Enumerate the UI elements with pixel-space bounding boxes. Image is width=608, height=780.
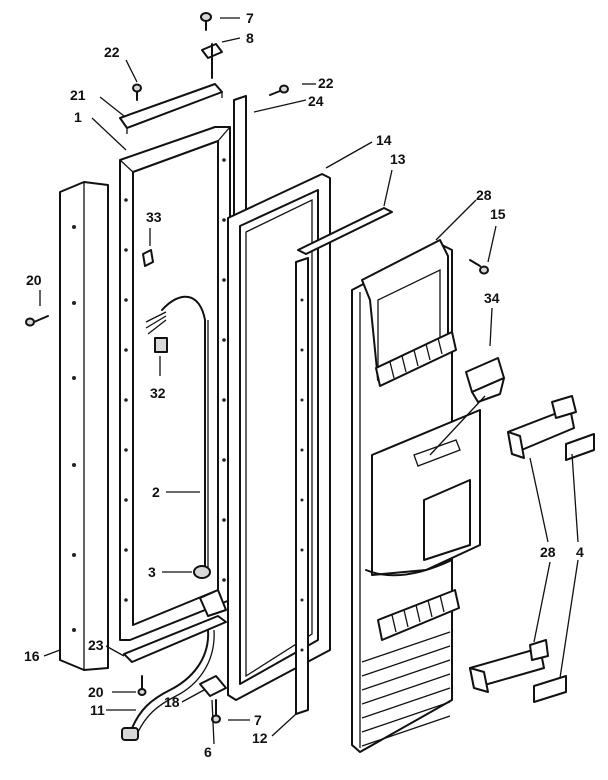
- part-1-door-frame: [119, 126, 231, 641]
- callout-20-bottom: 20: [88, 684, 104, 700]
- callout-22-left: 22: [104, 44, 120, 60]
- callout-3: 3: [148, 564, 156, 580]
- part-21-top-bracket: [119, 83, 223, 134]
- part-34-dispenser-cup: [429, 357, 505, 456]
- frame-screw-holes: [124, 158, 226, 602]
- part-16-outer-panel: [59, 181, 109, 671]
- part-32-connector: [154, 337, 168, 353]
- callout-6: 6: [204, 744, 212, 760]
- part-18-bottom-hinge: [199, 675, 227, 697]
- callout-4: 4: [576, 544, 584, 560]
- part-8-hinge-pin: [201, 43, 223, 79]
- part-22-screw-left: [132, 83, 142, 101]
- part-20-screw-left: [25, 315, 49, 327]
- callout-12: 12: [252, 730, 268, 746]
- part-28-bin-upper: [507, 395, 595, 461]
- callout-7-top: 7: [246, 10, 254, 26]
- callout-23: 23: [88, 637, 104, 653]
- part-7-screw-top: [200, 12, 212, 31]
- callout-1: 1: [74, 109, 82, 125]
- callout-13: 13: [390, 151, 406, 167]
- part-2-wire-harness: [145, 295, 209, 571]
- callout-8: 8: [246, 30, 254, 46]
- part-3-grommet: [193, 565, 211, 579]
- leader-lines: [39, 17, 579, 745]
- part-7-screw-bottom: [211, 699, 221, 724]
- callout-11: 11: [90, 702, 105, 718]
- lower-shelf-rails: [377, 589, 460, 641]
- part-33-clip: [142, 249, 154, 267]
- callout-labels: 7 8 22 22 21 24 1 14 13 28 15 33 20 34 3…: [24, 10, 584, 760]
- callout-18: 18: [164, 694, 180, 710]
- callout-22-right: 22: [318, 75, 334, 91]
- callout-2: 2: [152, 484, 160, 500]
- part-23-bottom-bracket: [123, 589, 227, 663]
- bottom-ribs: [361, 631, 451, 747]
- part-12-hinge-strip: [295, 257, 309, 715]
- part-15-screw: [469, 259, 489, 275]
- part-28-bin-lower: [469, 639, 567, 703]
- callout-20-left: 20: [26, 272, 42, 288]
- part-20-screw-bottom: [137, 675, 147, 696]
- callout-7-bottom: 7: [254, 712, 262, 728]
- callout-28-bottom: 28: [540, 544, 556, 560]
- part-14-door-gasket: [227, 173, 331, 701]
- callout-14: 14: [376, 132, 392, 148]
- part-13-top-cap: [297, 207, 393, 255]
- part-22-screw-right: [269, 84, 289, 96]
- door-inner-liner: [351, 239, 481, 753]
- callout-34: 34: [484, 290, 500, 306]
- callout-16: 16: [24, 648, 40, 664]
- callout-15: 15: [490, 206, 506, 222]
- callout-32: 32: [150, 385, 166, 401]
- callout-33: 33: [146, 209, 162, 225]
- upper-shelf-rails: [375, 331, 457, 387]
- part-11-tube: [121, 629, 215, 741]
- callout-28-top: 28: [476, 187, 492, 203]
- callout-24: 24: [308, 93, 324, 109]
- callout-21: 21: [70, 87, 86, 103]
